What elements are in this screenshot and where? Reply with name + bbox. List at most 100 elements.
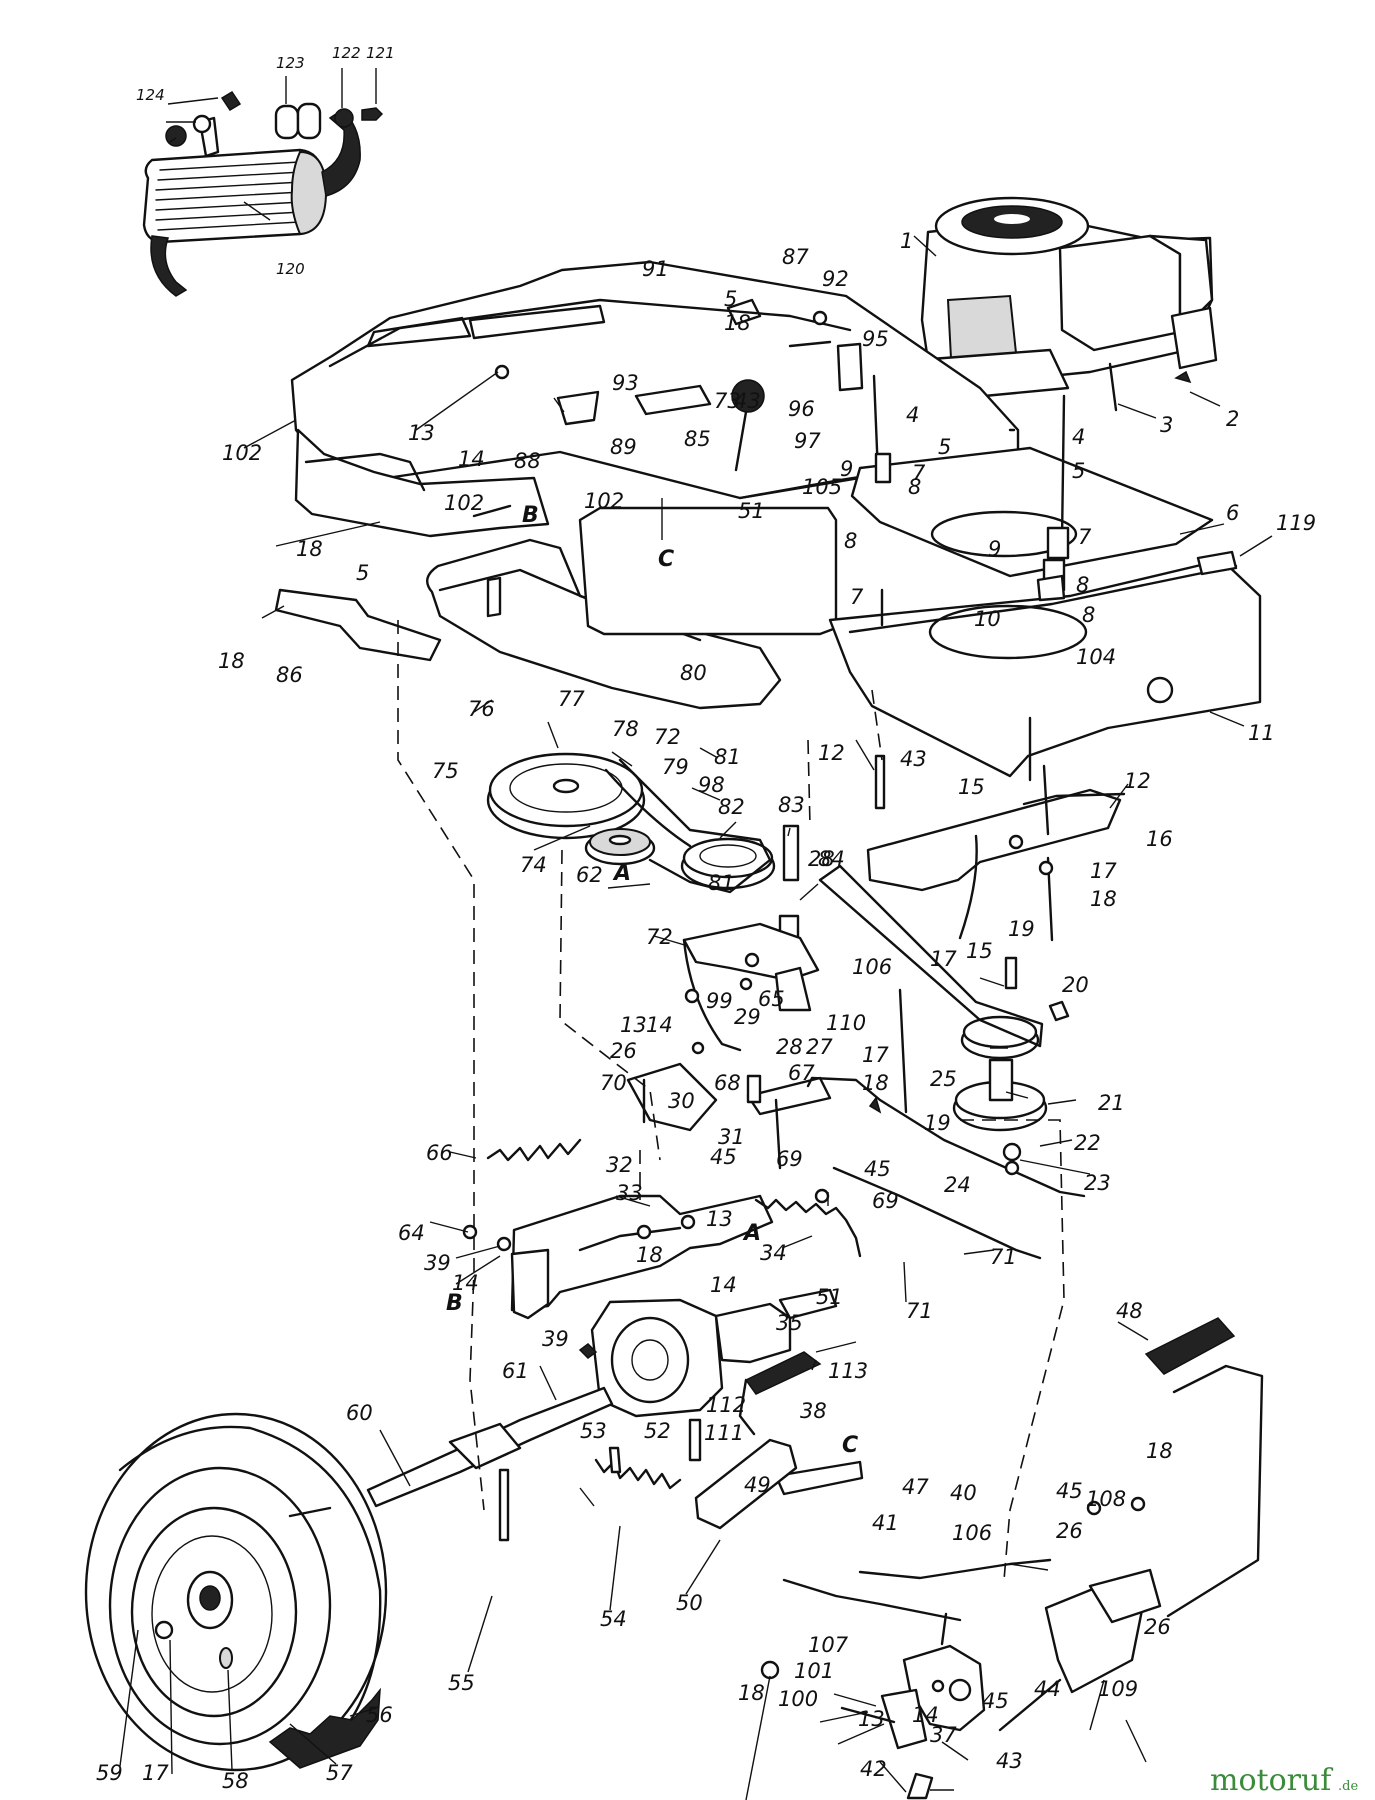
callout-70: 70 [600,1071,627,1095]
callout-13: 13 [408,421,435,445]
callout-18: 18 [724,311,751,335]
callout-5b: 5 [938,435,951,459]
callout-5: 5 [724,287,737,311]
callout-4b: 4 [1072,425,1085,449]
callout-9b: 9 [988,537,1001,561]
callout-78: 78 [612,717,639,741]
dashed-guides [397,620,1065,1581]
wheel-drawing [84,1412,388,1772]
callout-67: 67 [788,1061,815,1085]
callout-109: 109 [1098,1677,1138,1701]
callout-45c: 45 [1056,1479,1083,1503]
callout-49: 49 [744,1473,771,1497]
callout-1: 1 [900,229,913,253]
callout-20: 20 [1062,973,1089,997]
callout-14b: 14 [646,1013,673,1037]
callout-17c: 17 [862,1043,889,1067]
callout-85: 85 [684,427,711,451]
callout-57: 57 [326,1761,353,1785]
callout-88: 88 [514,449,541,473]
callout-116: 119 [1276,511,1316,535]
callout-102c: 102 [584,489,624,513]
callout-118: 121 [366,44,395,62]
callout-35: 35 [776,1311,803,1335]
hardware-drawing [288,298,1146,1693]
transaxle-drawing [366,1138,864,1542]
callout-14: 14 [458,447,485,471]
callout-31: 31 [718,1125,745,1149]
watermark: motoruf .de [1210,1763,1358,1798]
callout-7c: 7 [850,585,864,609]
section-label-C-low: C [842,1433,858,1458]
callout-18g: 18 [1146,1439,1173,1463]
callout-102: 102 [222,441,262,465]
callout-100: 100 [778,1687,818,1711]
callout-15b: 15 [966,939,993,963]
callout-13c: 13 [706,1207,733,1231]
callout-numbers: 124 123 122 121 120 1 2 3 4 4 5 5 5 5 6 … [96,44,1316,1793]
callout-33: 33 [616,1181,643,1205]
callout-106: 106 [852,955,892,979]
callout-38: 38 [800,1399,827,1423]
callout-91: 91 [642,257,669,281]
callout-71b: 71 [906,1299,933,1323]
callout-79: 79 [662,755,689,779]
callout-39b: 39 [542,1327,569,1351]
callout-18e: 18 [862,1071,889,1095]
engine-drawing [916,196,1218,412]
callout-80: 80 [680,661,707,685]
callout-72b: 72 [646,925,673,949]
callout-84: 84 [818,847,845,871]
callout-53: 53 [580,1419,607,1443]
callout-15: 15 [958,775,985,799]
section-label-A-mid: A [612,861,631,886]
callout-47: 47 [902,1475,929,1499]
callout-121: 124 [136,86,165,104]
callout-39: 39 [424,1251,451,1275]
callout-44: 44 [1034,1677,1061,1701]
callout-108: 108 [1086,1487,1126,1511]
callout-73: 73 [714,389,741,413]
callout-14c: 14 [452,1271,479,1295]
callout-13d: 13 [858,1707,885,1731]
callout-96: 96 [788,397,815,421]
callout-19b: 19 [924,1111,951,1135]
callout-112: 112 [706,1393,746,1417]
callout-68: 68 [714,1071,741,1095]
callout-102b: 102 [444,491,484,515]
callout-64: 64 [398,1221,425,1245]
callout-41: 41 [872,1511,899,1535]
callout-18c: 18 [218,649,245,673]
callout-69: 69 [776,1147,803,1171]
callout-77: 77 [558,687,585,711]
callout-2: 2 [1226,407,1239,431]
callout-25: 25 [930,1067,957,1091]
muffler-drawing [142,109,361,297]
callout-7b: 7 [1078,525,1092,549]
callout-4: 4 [906,403,919,427]
callout-89: 89 [610,435,637,459]
callout-69b: 69 [872,1189,899,1213]
callout-71: 71 [990,1245,1017,1269]
callout-107: 107 [808,1633,849,1657]
callout-82: 82 [718,795,745,819]
callout-26c: 26 [1144,1615,1171,1639]
callout-7: 7 [912,461,926,485]
callout-5c: 5 [1072,459,1085,483]
callout-81: 81 [714,745,741,769]
section-label-B-top: B [522,503,539,528]
callout-30: 30 [668,1089,695,1113]
callout-14d: 14 [710,1273,737,1297]
callout-99: 99 [706,989,733,1013]
section-label-A-low: A [742,1221,761,1246]
chassis-drawing [274,260,1262,892]
callout-18f: 18 [636,1243,663,1267]
callout-45: 45 [710,1145,737,1169]
callout-26b: 26 [1056,1519,1083,1543]
section-label-B-low: B [446,1291,463,1316]
callout-119: 122 [332,44,361,62]
callout-72: 72 [654,725,681,749]
callout-66: 66 [426,1141,453,1165]
callout-5d: 5 [356,561,369,585]
callout-113: 113 [828,1359,868,1383]
